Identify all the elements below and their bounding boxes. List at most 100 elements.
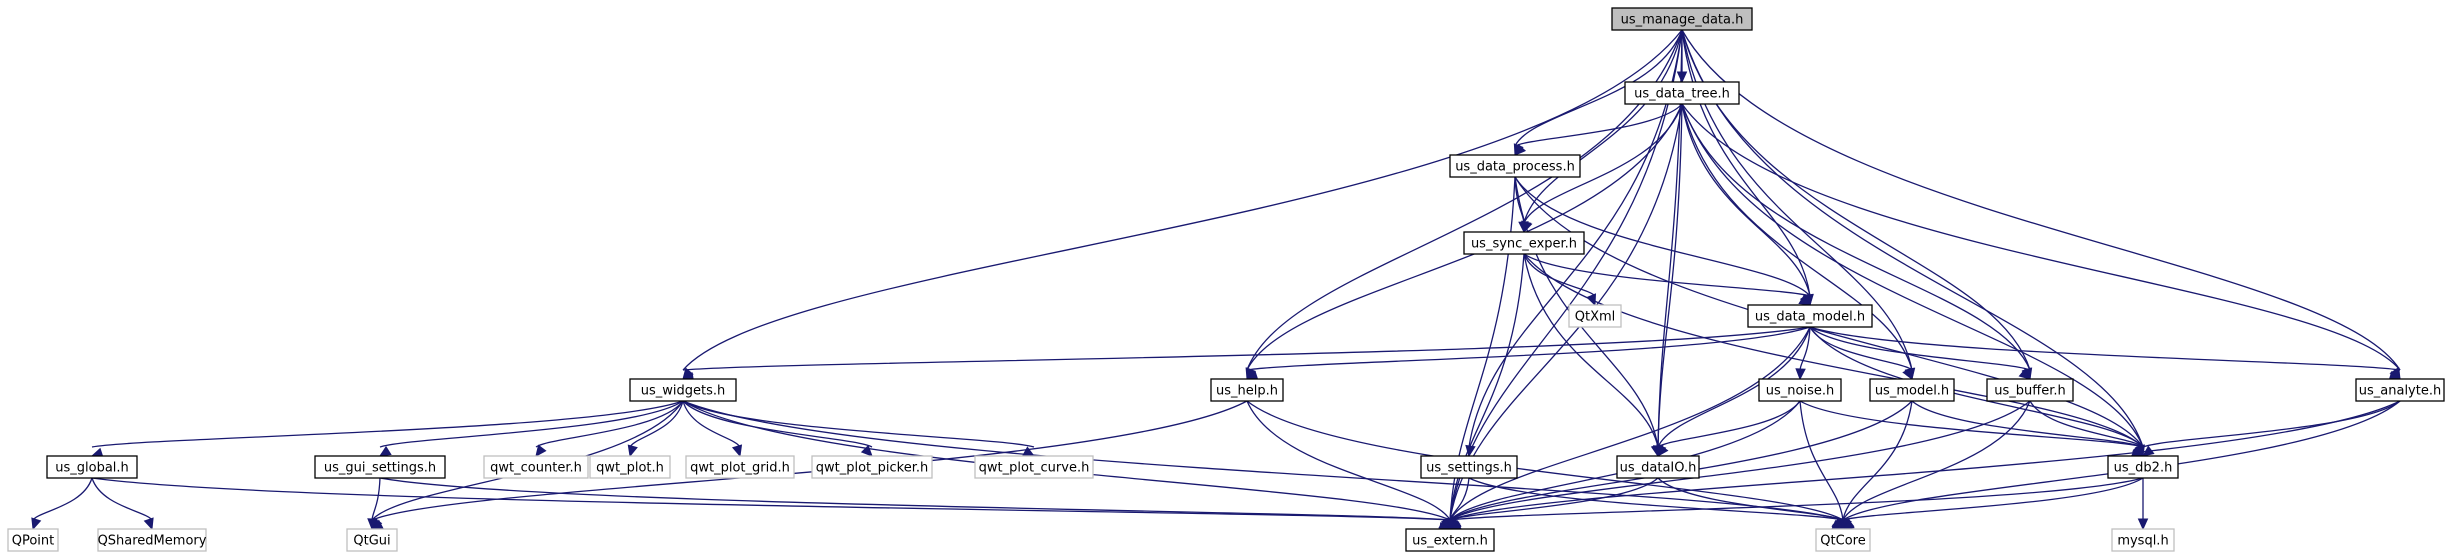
edge-line bbox=[682, 400, 873, 448]
edge-line bbox=[1681, 103, 2031, 371]
node-us-analyte[interactable]: us_analyte.h bbox=[2355, 378, 2445, 402]
edge-us_data_tree-to-us_db2 bbox=[1681, 103, 2145, 458]
edge-us_data_model-to-us_buffer bbox=[1809, 326, 2031, 380]
edge-us_data_tree-to-us_analyte bbox=[1681, 103, 2401, 380]
edge-line bbox=[91, 400, 684, 448]
node-label: QtCore bbox=[1820, 534, 1865, 549]
node-us-help[interactable]: us_help.h bbox=[1210, 378, 1284, 402]
edge-line bbox=[1523, 253, 1659, 448]
node-box bbox=[1210, 378, 1284, 402]
edge-us_noise-to-us_dataIO bbox=[1657, 400, 1801, 457]
edge-arrowhead bbox=[1798, 294, 1812, 306]
edge-us_help-to-us_extern bbox=[1246, 400, 1451, 531]
edge-arrowhead bbox=[627, 444, 638, 458]
node-us-dataIO[interactable]: us_dataIO.h bbox=[1616, 455, 1700, 479]
node-us-sync-exper[interactable]: us_sync_exper.h bbox=[1463, 231, 1585, 255]
edge-us_global-to-QSharedMemory bbox=[91, 477, 154, 531]
node-label: us_gui_settings.h bbox=[324, 461, 436, 476]
node-label: us_analyte.h bbox=[2359, 384, 2441, 399]
node-box bbox=[1815, 528, 1871, 552]
node-us-global[interactable]: us_global.h bbox=[46, 455, 138, 479]
node-us-buffer[interactable]: us_buffer.h bbox=[1986, 378, 2074, 402]
edge-line bbox=[32, 477, 93, 521]
node-label: us_data_process.h bbox=[1455, 160, 1575, 175]
edge-us_data_tree-to-us_buffer bbox=[1681, 103, 2032, 381]
node-us-settings[interactable]: us_settings.h bbox=[1420, 455, 1518, 479]
edge-us_data_tree-to-us_data_model bbox=[1681, 103, 1814, 307]
node-us-gui-settings[interactable]: us_gui_settings.h bbox=[314, 455, 446, 479]
node-box bbox=[97, 528, 207, 552]
node-us-db2[interactable]: us_db2.h bbox=[2107, 455, 2179, 479]
edge-arrowhead bbox=[1795, 368, 1806, 381]
edge-line bbox=[1681, 103, 1913, 371]
edge-line bbox=[1657, 400, 1801, 448]
edge-line bbox=[1514, 29, 1683, 147]
edge-line bbox=[1842, 400, 1913, 521]
edge-us_data_model-to-us_help bbox=[1245, 326, 1811, 381]
edge-line bbox=[1468, 477, 1844, 521]
edge-us_data_model-to-us_noise bbox=[1795, 326, 1811, 381]
edge-line bbox=[1449, 400, 2401, 521]
edge-line bbox=[1449, 326, 1811, 521]
node-label: qwt_counter.h bbox=[490, 461, 582, 476]
edge-line bbox=[1449, 400, 2031, 521]
edge-line bbox=[1681, 29, 2144, 448]
node-QPoint: QPoint bbox=[7, 528, 59, 552]
node-box bbox=[314, 455, 446, 479]
edge-arrowhead bbox=[1676, 71, 1688, 84]
node-box bbox=[629, 378, 737, 402]
node-us-data-model[interactable]: us_data_model.h bbox=[1747, 304, 1873, 328]
node-us-extern[interactable]: us_extern.h bbox=[1405, 528, 1495, 552]
edge-line bbox=[1523, 253, 1811, 297]
edge-arrowhead bbox=[31, 517, 42, 531]
edge-line bbox=[1681, 29, 1811, 297]
node-box bbox=[1420, 455, 1518, 479]
node-box bbox=[483, 455, 589, 479]
edge-line bbox=[1657, 103, 1683, 448]
edge-line bbox=[1809, 326, 2144, 448]
node-box bbox=[1568, 304, 1622, 328]
edge-line bbox=[1911, 400, 2144, 448]
edge-arrowhead bbox=[731, 444, 743, 458]
node-box bbox=[2355, 378, 2445, 402]
edge-line bbox=[1449, 477, 1659, 521]
node-box bbox=[974, 455, 1094, 479]
edge-arrowhead bbox=[1657, 444, 1669, 457]
edge-arrowhead bbox=[1902, 367, 1913, 381]
node-box bbox=[346, 528, 398, 552]
node-box bbox=[1611, 7, 1753, 31]
edge-line bbox=[1246, 400, 1844, 521]
edge-line bbox=[1468, 29, 1683, 448]
node-box bbox=[1869, 378, 1955, 402]
edge-us_gui_settings-to-QtGui bbox=[367, 477, 381, 531]
edge-line bbox=[1514, 176, 1811, 297]
node-box bbox=[1986, 378, 2074, 402]
node-label: QSharedMemory bbox=[98, 534, 207, 549]
node-us-data-tree[interactable]: us_data_tree.h bbox=[1624, 81, 1740, 105]
node-label: us_help.h bbox=[1216, 384, 1278, 399]
edge-arrowhead bbox=[2137, 518, 2149, 531]
node-us-widgets[interactable]: us_widgets.h bbox=[629, 378, 737, 402]
edge-line bbox=[1809, 326, 2031, 371]
edge-us_sync_exper-to-us_dataIO bbox=[1523, 253, 1662, 458]
edge-arrowhead bbox=[143, 517, 154, 531]
edge-line bbox=[1246, 326, 1811, 371]
node-qwt-plot-grid: qwt_plot_grid.h bbox=[685, 455, 795, 479]
node-us-manage-data[interactable]: us_manage_data.h bbox=[1611, 7, 1753, 31]
node-QtGui: QtGui bbox=[346, 528, 398, 552]
edge-line bbox=[1523, 253, 2144, 448]
edge-line bbox=[1449, 477, 2144, 521]
edge-line bbox=[682, 29, 1683, 371]
edge-us_db2-to-us_extern bbox=[1448, 477, 2144, 532]
edge-line bbox=[682, 400, 741, 448]
node-us-model[interactable]: us_model.h bbox=[1869, 378, 1955, 402]
edge-us_noise-to-QtCore bbox=[1799, 400, 1848, 531]
node-us-data-process[interactable]: us_data_process.h bbox=[1449, 154, 1581, 178]
edge-us_widgets-to-qwt_plot_picker bbox=[682, 400, 873, 457]
edge-line bbox=[1514, 176, 1659, 448]
node-qwt-plot: qwt_plot.h bbox=[589, 455, 671, 479]
edge-line bbox=[1523, 29, 1683, 224]
node-us-noise[interactable]: us_noise.h bbox=[1758, 378, 1842, 402]
edge-line bbox=[682, 400, 1035, 448]
